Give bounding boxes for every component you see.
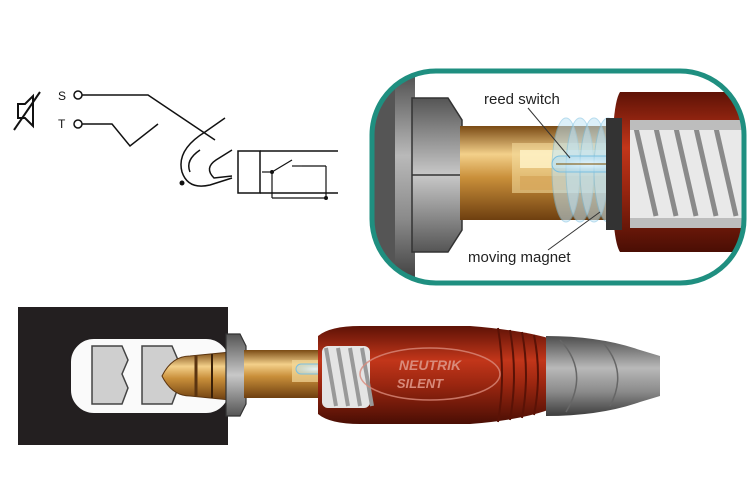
pin-s-label: S bbox=[58, 89, 66, 103]
jack-contact-symbol bbox=[180, 117, 233, 187]
callout-border bbox=[369, 68, 747, 286]
connector-red-housing bbox=[318, 326, 548, 424]
brand-name-neutrik: NEUTRIK bbox=[399, 357, 462, 373]
label-moving-magnet: moving magnet bbox=[468, 249, 571, 266]
connector-illustration: NEUTRIK SILENT bbox=[18, 307, 660, 445]
pin-s-wire bbox=[82, 94, 216, 141]
housing-grip-ribs bbox=[497, 327, 539, 423]
pin-t-terminal bbox=[73, 119, 83, 129]
internal-switch-symbol bbox=[262, 159, 327, 199]
speaker-muted-icon bbox=[13, 91, 41, 131]
zoom-callout: reed switch moving magnet bbox=[369, 68, 747, 286]
label-reed-switch: reed switch bbox=[484, 91, 560, 108]
pin-t-label: T bbox=[58, 117, 66, 131]
jack-contacts bbox=[91, 345, 179, 405]
moving-magnet-leader bbox=[547, 211, 601, 251]
reed-switch-leader bbox=[527, 107, 571, 159]
spring bbox=[633, 127, 739, 217]
brand-name-silent: SILENT bbox=[397, 376, 444, 391]
plug-symbol bbox=[237, 150, 261, 194]
switch-schematic: S T bbox=[13, 89, 338, 200]
panel-nut bbox=[225, 333, 247, 417]
pin-t-wire bbox=[82, 123, 159, 148]
pin-s-terminal bbox=[73, 90, 83, 100]
cable-boot bbox=[546, 336, 660, 416]
